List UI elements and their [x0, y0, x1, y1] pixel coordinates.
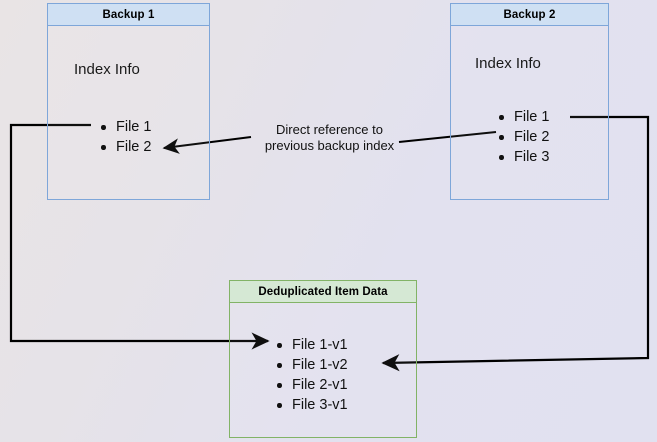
node-backup-2-index-label: Index Info	[475, 55, 541, 72]
node-deduplicated-item-data-header: Deduplicated Item Data	[230, 281, 416, 303]
node-deduplicated-item-data[interactable]: Deduplicated Item Data File 1-v1 File 1-…	[229, 280, 417, 438]
list-item: File 1	[497, 107, 549, 127]
list-item: File 2-v1	[275, 375, 348, 395]
list-item: File 1-v2	[275, 355, 348, 375]
node-backup-2-header: Backup 2	[451, 4, 608, 26]
list-item: File 2	[99, 137, 151, 157]
node-backup-1-header: Backup 1	[48, 4, 209, 26]
node-deduplicated-file-list: File 1-v1 File 1-v2 File 2-v1 File 3-v1	[275, 335, 348, 415]
list-item: File 2	[497, 127, 549, 147]
edge-label-direct-reference: Direct reference to previous backup inde…	[264, 122, 395, 153]
node-backup-1[interactable]: Backup 1 Index Info File 1 File 2	[47, 3, 210, 200]
node-backup-1-index-label: Index Info	[74, 61, 140, 78]
list-item: File 1-v1	[275, 335, 348, 355]
node-backup-2[interactable]: Backup 2 Index Info File 1 File 2 File 3	[450, 3, 609, 200]
node-backup-1-file-list: File 1 File 2	[99, 117, 151, 157]
list-item: File 3	[497, 147, 549, 167]
list-item: File 3-v1	[275, 395, 348, 415]
list-item: File 1	[99, 117, 151, 137]
node-backup-2-file-list: File 1 File 2 File 3	[497, 107, 549, 167]
